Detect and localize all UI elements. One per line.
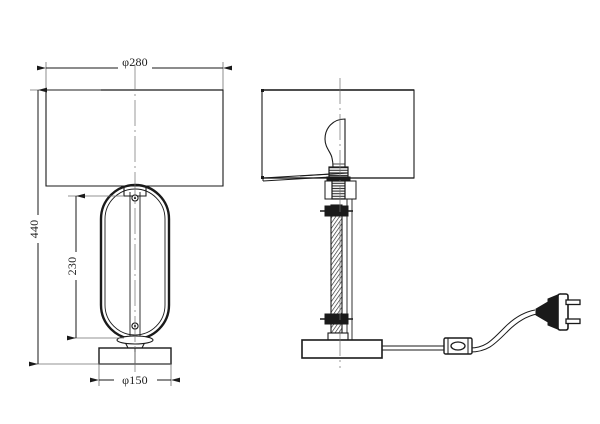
socket-shank: [331, 180, 346, 200]
socket-collar-box: [324, 180, 357, 200]
dimension-shade-width: φ280: [37, 55, 232, 71]
dimension-body-height-label: 230: [65, 257, 79, 276]
oval-body-frame-outer: [99, 183, 171, 341]
dimension-base-diameter-label: φ150: [122, 373, 148, 387]
euro-power-plug: [535, 293, 581, 331]
switch-rocker-button: [450, 341, 466, 351]
side-section-view: [261, 78, 581, 368]
dimension-body-height: 230: [65, 193, 85, 341]
oval-body-frame-inner: [104, 188, 166, 336]
lamp-socket: [328, 166, 349, 178]
plug-pin-top: [565, 299, 581, 306]
front-view: φ280 440 230 φ150: [27, 55, 232, 387]
inline-rocker-switch[interactable]: [443, 337, 473, 355]
power-cord: [382, 309, 538, 353]
socket-flange: [326, 176, 351, 182]
rod-nut-top: [320, 205, 353, 217]
plug-pin-bottom: [565, 318, 581, 325]
center-rod-front: [129, 192, 141, 340]
base-collar-section: [327, 332, 349, 341]
base-plate-section: [301, 339, 383, 359]
shade-corner-node-top: [261, 89, 264, 92]
rod-nut-bottom: [320, 313, 353, 325]
shade-corner-node-bottom: [261, 176, 264, 179]
lamp-shade: [45, 89, 224, 187]
dimension-overall-height: 440: [27, 87, 47, 367]
dimension-overall-height-label: 440: [27, 220, 41, 239]
dimension-base-diameter: φ150: [90, 373, 180, 387]
dimension-shade-width-label: φ280: [122, 55, 148, 69]
